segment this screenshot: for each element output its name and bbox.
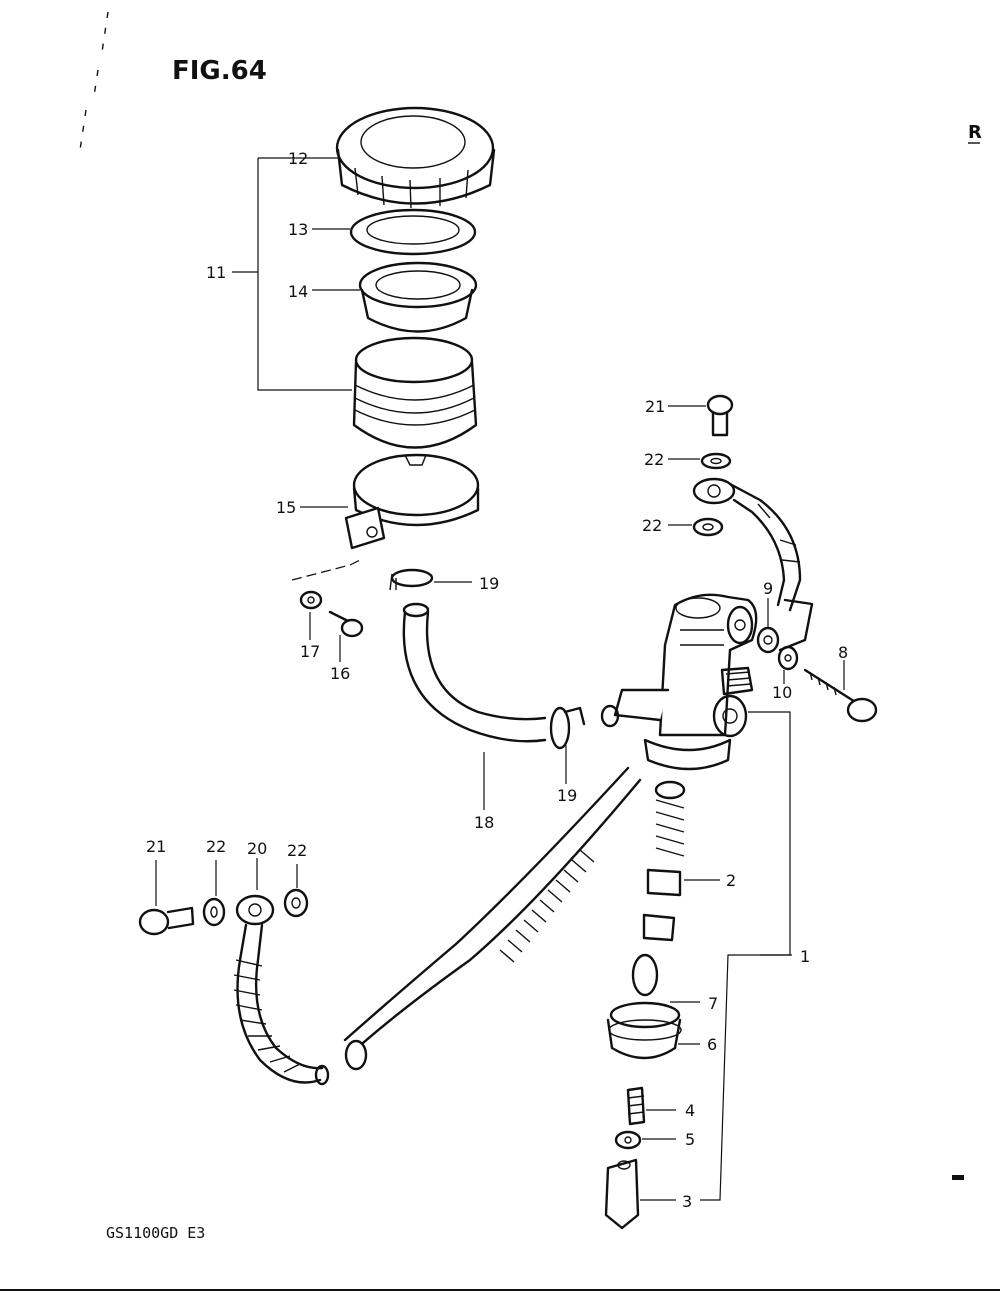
bolt-8 (803, 668, 878, 723)
nut-5 (614, 1130, 642, 1150)
callout-11: 11 (206, 263, 226, 282)
callout-22-left: 22 (206, 837, 226, 856)
callout-5: 5 (685, 1130, 695, 1149)
washer-22-left (202, 897, 226, 927)
callout-15: 15 (276, 498, 296, 517)
edge-mark (952, 1175, 964, 1180)
reservoir-bracket (344, 453, 480, 550)
callout-19-lower: 19 (557, 786, 577, 805)
callout-1: 1 (800, 947, 810, 966)
master-cylinder (600, 593, 758, 771)
pushrod-4 (626, 1086, 646, 1126)
union-bolt-21-left (138, 906, 195, 936)
circlip-7 (609, 953, 681, 1029)
callout-20: 20 (247, 839, 267, 858)
boot-6 (606, 1018, 682, 1060)
callout-17: 17 (300, 642, 320, 661)
brake-hose-upper (692, 477, 814, 652)
bracket-line-11 (257, 158, 352, 391)
banjo-hose-20 (233, 894, 330, 1086)
washer-17 (299, 590, 323, 610)
callout-18: 18 (474, 813, 494, 832)
washer-22-mid (692, 517, 724, 537)
hose-clamp-19-top (389, 568, 434, 591)
callout-8: 8 (838, 643, 848, 662)
reservoir-body (352, 336, 478, 466)
washer-22-right (283, 888, 309, 918)
figure-title: FIG.64 (172, 56, 267, 86)
callout-22-mid: 22 (642, 516, 662, 535)
callout-16: 16 (330, 664, 350, 683)
callout-7: 7 (708, 994, 718, 1013)
brake-hose-lower (343, 766, 642, 1071)
washer-22-top (700, 452, 732, 470)
reservoir-cap (335, 106, 496, 209)
callout-21-top: 21 (645, 397, 665, 416)
hose-18 (402, 602, 547, 743)
callout-22-top: 22 (644, 450, 664, 469)
callout-4: 4 (685, 1101, 695, 1120)
callout-labels: 1 2 3 4 5 6 7 8 9 10 11 12 13 14 15 16 1… (146, 149, 848, 1211)
clevis-3 (604, 1158, 640, 1230)
callout-13: 13 (288, 220, 308, 239)
callout-12: 12 (288, 149, 308, 168)
model-code: GS1100GD E3 (106, 1224, 205, 1242)
scan-artifact (79, 11, 109, 151)
spring-piston-2 (642, 780, 686, 942)
callout-22-right: 22 (287, 841, 307, 860)
bolt-16 (328, 610, 364, 638)
callout-9: 9 (763, 579, 773, 598)
callout-2: 2 (726, 871, 736, 890)
hose-clamp-19-lower (549, 706, 586, 750)
washer-9 (756, 626, 780, 654)
cap-gasket (349, 208, 477, 256)
callout-21-left: 21 (146, 837, 166, 856)
corner-mark: R (968, 122, 982, 143)
callout-19-top: 19 (479, 574, 499, 593)
callout-3: 3 (682, 1192, 692, 1211)
diaphragm (358, 261, 478, 333)
union-bolt-21-top (706, 394, 734, 437)
callout-6: 6 (707, 1035, 717, 1054)
callout-14: 14 (288, 282, 308, 301)
callout-10: 10 (772, 683, 792, 702)
